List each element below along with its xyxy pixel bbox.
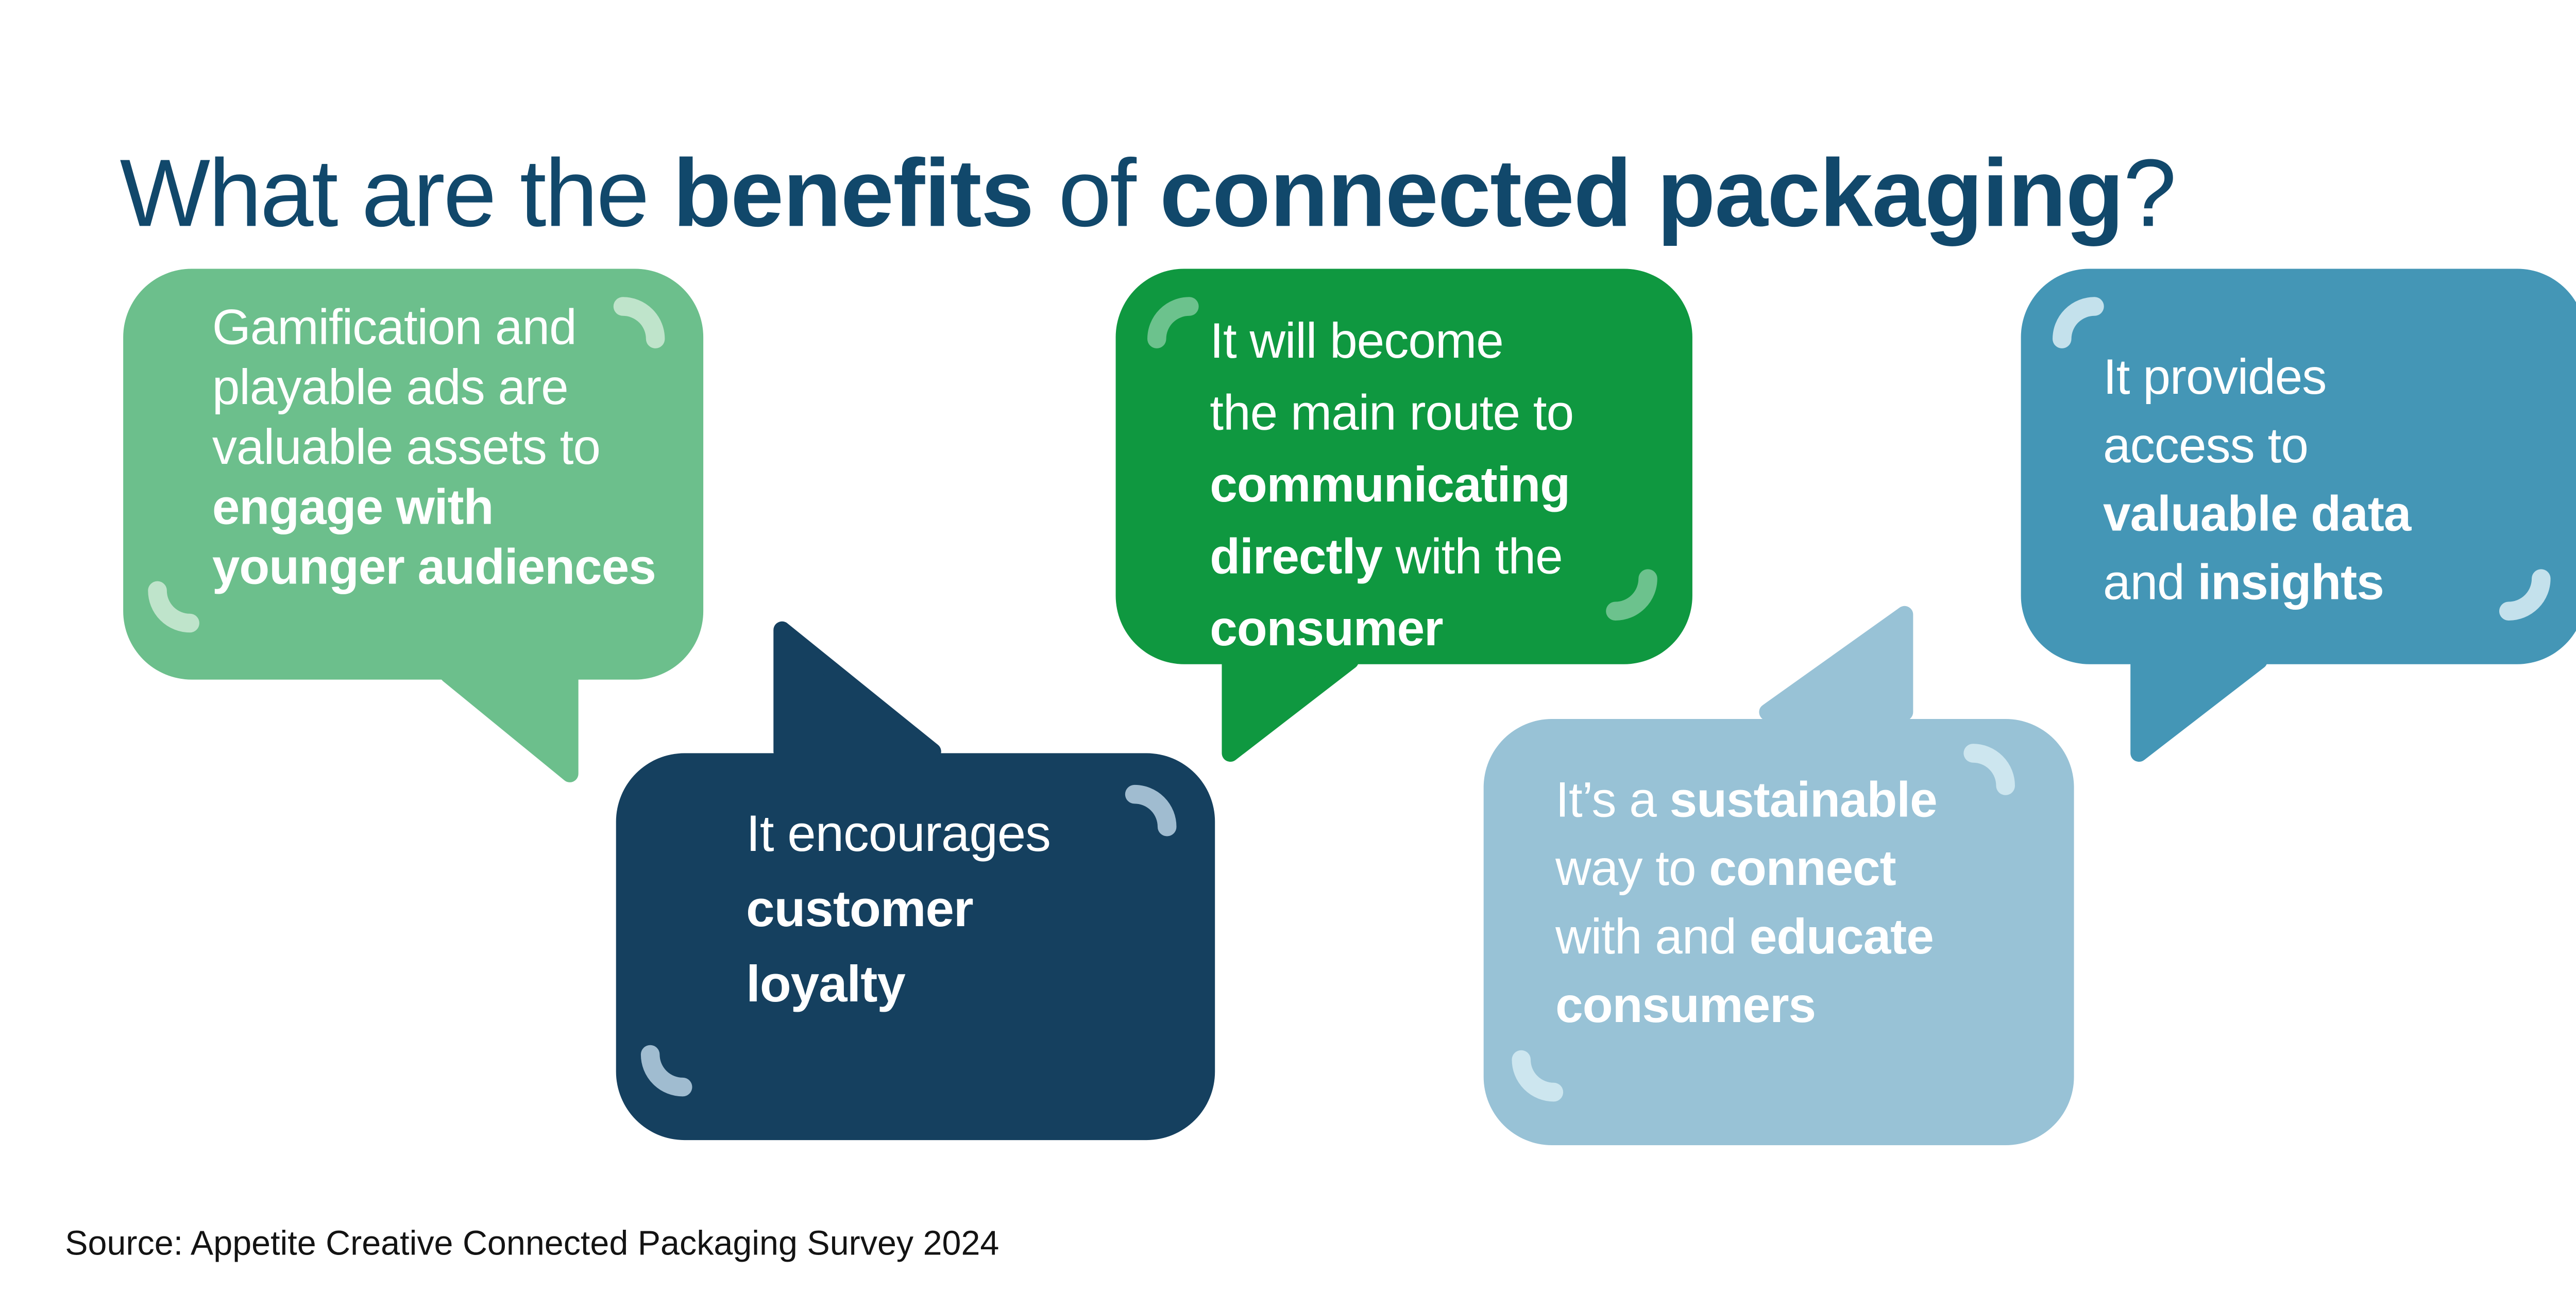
quote-arc-icon [1512, 1050, 1564, 1102]
quote-arc-icon [2053, 297, 2104, 348]
quote-arc-icon [2499, 569, 2551, 621]
speech-bubble-customer-loyalty: It encourages customer loyalty [616, 621, 1215, 1141]
quote-arc-icon [1147, 297, 1199, 348]
quote-arc-icon [148, 581, 199, 633]
speech-bubble-sustainable-educate: It’s a sustainable way to connect with a… [1483, 606, 2074, 1146]
bubble-tail-down-icon [439, 666, 579, 782]
quote-arc-icon [613, 297, 665, 348]
bubble-text: It’s a sustainable way to connect with a… [1555, 774, 1938, 1034]
quote-arc-icon [1125, 784, 1177, 836]
bubble-tail-down-icon [1222, 652, 1359, 762]
bubble-text: Gamification and playable ads are valuab… [212, 301, 656, 596]
speech-bubble-engage-younger-audiences: Gamification and playable ads are valuab… [123, 269, 704, 782]
quote-arc-icon [1963, 744, 2015, 795]
bubble-tail-up-icon [773, 621, 941, 760]
bubble-tail-up-icon [1759, 606, 1913, 721]
speech-bubble-communicating-directly: It will become the main route to communi… [1115, 269, 1692, 762]
bubble-text: It provides access to valuable data and … [2103, 350, 2411, 611]
speech-bubble-valuable-data-insights: It provides access to valuable data and … [2021, 269, 2576, 762]
source-attribution: Source: Appetite Creative Connected Pack… [65, 1226, 999, 1264]
bubble-text: It will become the main route to communi… [1210, 315, 1574, 658]
bubble-tail-down-icon [2130, 652, 2267, 762]
bubble-text: It encourages customer loyalty [746, 806, 1051, 1014]
quote-arc-icon [640, 1045, 692, 1097]
page-title: What are the benefits of connected packa… [120, 138, 2177, 246]
quote-arc-icon [1606, 569, 1657, 621]
